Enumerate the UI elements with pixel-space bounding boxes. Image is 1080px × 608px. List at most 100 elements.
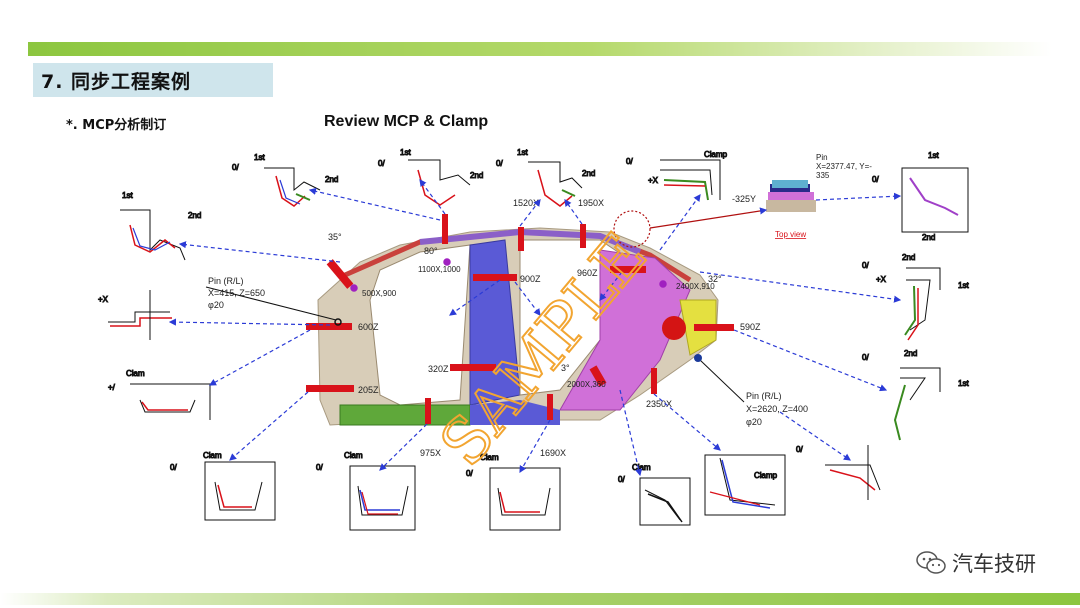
coord-2400x: 2400X,910 [676, 282, 715, 291]
slide-title-box: 7. 同步工程案例 [33, 63, 273, 97]
label-2350x: 2350X [646, 399, 672, 409]
svg-text:2nd: 2nd [188, 211, 201, 220]
coord-2000x: 2000X,360 [567, 380, 606, 389]
label-975x: 975X [420, 448, 441, 458]
svg-text:1st: 1st [254, 153, 265, 162]
pin-top-title: Pin [816, 153, 828, 162]
source-watermark: 汽车技研 [916, 548, 1036, 578]
label-320z: 320Z [428, 364, 449, 374]
thumb-top-left-b: 1st 2nd 0/ [232, 153, 339, 207]
svg-text:2nd: 2nd [325, 175, 338, 184]
section-thumbnails: 1st 2nd 1st 2nd 0/ 1st 2nd 0/ 1st 2nd [98, 148, 970, 531]
svg-text:2nd: 2nd [902, 253, 915, 262]
pin-top-extra: 335 [816, 171, 830, 180]
svg-text:1st: 1st [958, 379, 969, 388]
angle-80: 80° [424, 246, 438, 256]
pin-markers [334, 258, 667, 326]
svg-text:0/: 0/ [796, 445, 803, 454]
slide-subtitle: *. MCP分析制订 [66, 118, 167, 133]
header-accent-bar [28, 42, 1052, 56]
top-view-label: Top view [775, 230, 806, 239]
svg-text:+X: +X [98, 295, 109, 304]
svg-text:0/: 0/ [496, 159, 503, 168]
svg-text:0/: 0/ [378, 159, 385, 168]
thumb-bottom-1: Clam 0/ [170, 451, 276, 521]
svg-text:Clam: Clam [480, 453, 499, 462]
label-600z: 600Z [358, 322, 379, 332]
svg-text:1st: 1st [122, 191, 133, 200]
thumb-right-upper: 2nd 1st 0/ +X [862, 253, 970, 341]
thumb-bottom-3: Clam 0/ [466, 453, 561, 531]
pin-front-dia: φ20 [208, 300, 224, 310]
thumb-bottom-4: Clam 0/ [618, 463, 691, 526]
svg-text:0/: 0/ [626, 157, 633, 166]
angle-3: 3° [561, 363, 570, 373]
slide-heading: Review MCP & Clamp [324, 113, 489, 130]
svg-text:1st: 1st [400, 148, 411, 157]
source-name: 汽车技研 [952, 552, 1036, 576]
thumb-left-lower: Clam +/ [108, 369, 211, 420]
svg-text:+X: +X [876, 275, 887, 284]
svg-text:0/: 0/ [466, 469, 473, 478]
svg-text:0/: 0/ [872, 175, 879, 184]
pin-front-title: Pin (R/L) [208, 276, 244, 286]
thumb-top-mid-c: Clamp 0/ +X [626, 150, 728, 201]
angle-labels: 35° 80° 3° 32° 500X,900 1100X,1000 2400X… [328, 232, 722, 389]
pin-callout-rear: Pin (R/L) X=2620, Z=400 φ20 [694, 354, 808, 427]
svg-text:+X: +X [648, 176, 659, 185]
label-1690x: 1690X [540, 448, 566, 458]
coord-1100x: 1100X,1000 [418, 265, 461, 274]
label-1520x: 1520X [513, 198, 539, 208]
thumb-bottom-5: Clamp [704, 454, 786, 516]
svg-text:Clam: Clam [344, 451, 363, 460]
svg-text:0/: 0/ [316, 463, 323, 472]
svg-text:0/: 0/ [862, 353, 869, 362]
svg-text:Clam: Clam [126, 369, 145, 378]
pin-rear-title: Pin (R/L) [746, 391, 782, 401]
svg-text:0/: 0/ [618, 475, 625, 484]
svg-text:1st: 1st [517, 148, 528, 157]
label-205z: 205Z [358, 385, 379, 395]
label-960z: 960Z [577, 268, 598, 278]
footer-accent-bar [0, 593, 1080, 605]
pin-top-coord: X=2377.47, Y=- [816, 162, 872, 171]
leader-arrows [168, 179, 902, 477]
section-labels: 1520X 1950X 900Z 960Z 600Z 205Z 320Z 590… [358, 198, 761, 458]
svg-text:0/: 0/ [170, 463, 177, 472]
pin-rear-coord: X=2620, Z=400 [746, 404, 808, 414]
label-1950x: 1950X [578, 198, 604, 208]
y-offset-label: -325Y [732, 194, 756, 204]
svg-text:Clam: Clam [632, 463, 651, 472]
svg-text:1st: 1st [958, 281, 969, 290]
label-590z: 590Z [740, 322, 761, 332]
section-bars [306, 214, 734, 424]
thumb-bottom-2: Clam 0/ [316, 451, 416, 531]
thumb-top-mid-b: 1st 2nd 0/ [496, 148, 596, 207]
svg-text:2nd: 2nd [582, 169, 595, 178]
svg-text:Clamp: Clamp [704, 150, 728, 159]
coord-500x: 500X,900 [362, 289, 397, 298]
angle-32: 32° [708, 274, 722, 284]
thumb-left-mid: +X [98, 290, 172, 340]
thumb-top-mid-a: 1st 2nd 0/ [378, 148, 484, 206]
pin-front-coord: X=415, Z=650 [208, 288, 265, 298]
pin-rear-dia: φ20 [746, 417, 762, 427]
thumb-bottom-6: 0/ [796, 445, 881, 500]
thumb-top-left-a: 1st 2nd [120, 191, 202, 261]
thumb-top-right: 1st 2nd 0/ [872, 151, 969, 243]
svg-text:1st: 1st [928, 151, 939, 160]
slide-title: 7. 同步工程案例 [41, 70, 192, 93]
svg-text:+/: +/ [108, 383, 116, 392]
svg-text:2nd: 2nd [922, 233, 935, 242]
svg-text:2nd: 2nd [470, 171, 483, 180]
label-900z: 900Z [520, 274, 541, 284]
pin-callout-front: Pin (R/L) X=415, Z=650 φ20 [205, 276, 337, 321]
svg-text:0/: 0/ [862, 261, 869, 270]
thumb-right-lower: 2nd 1st 0/ [862, 349, 970, 441]
pin-callout-top: Pin X=2377.47, Y=- 335 -325Y Top view [613, 153, 872, 248]
angle-35: 35° [328, 232, 342, 242]
wechat-icon [916, 551, 946, 574]
svg-text:Clam: Clam [203, 451, 222, 460]
svg-text:2nd: 2nd [904, 349, 917, 358]
